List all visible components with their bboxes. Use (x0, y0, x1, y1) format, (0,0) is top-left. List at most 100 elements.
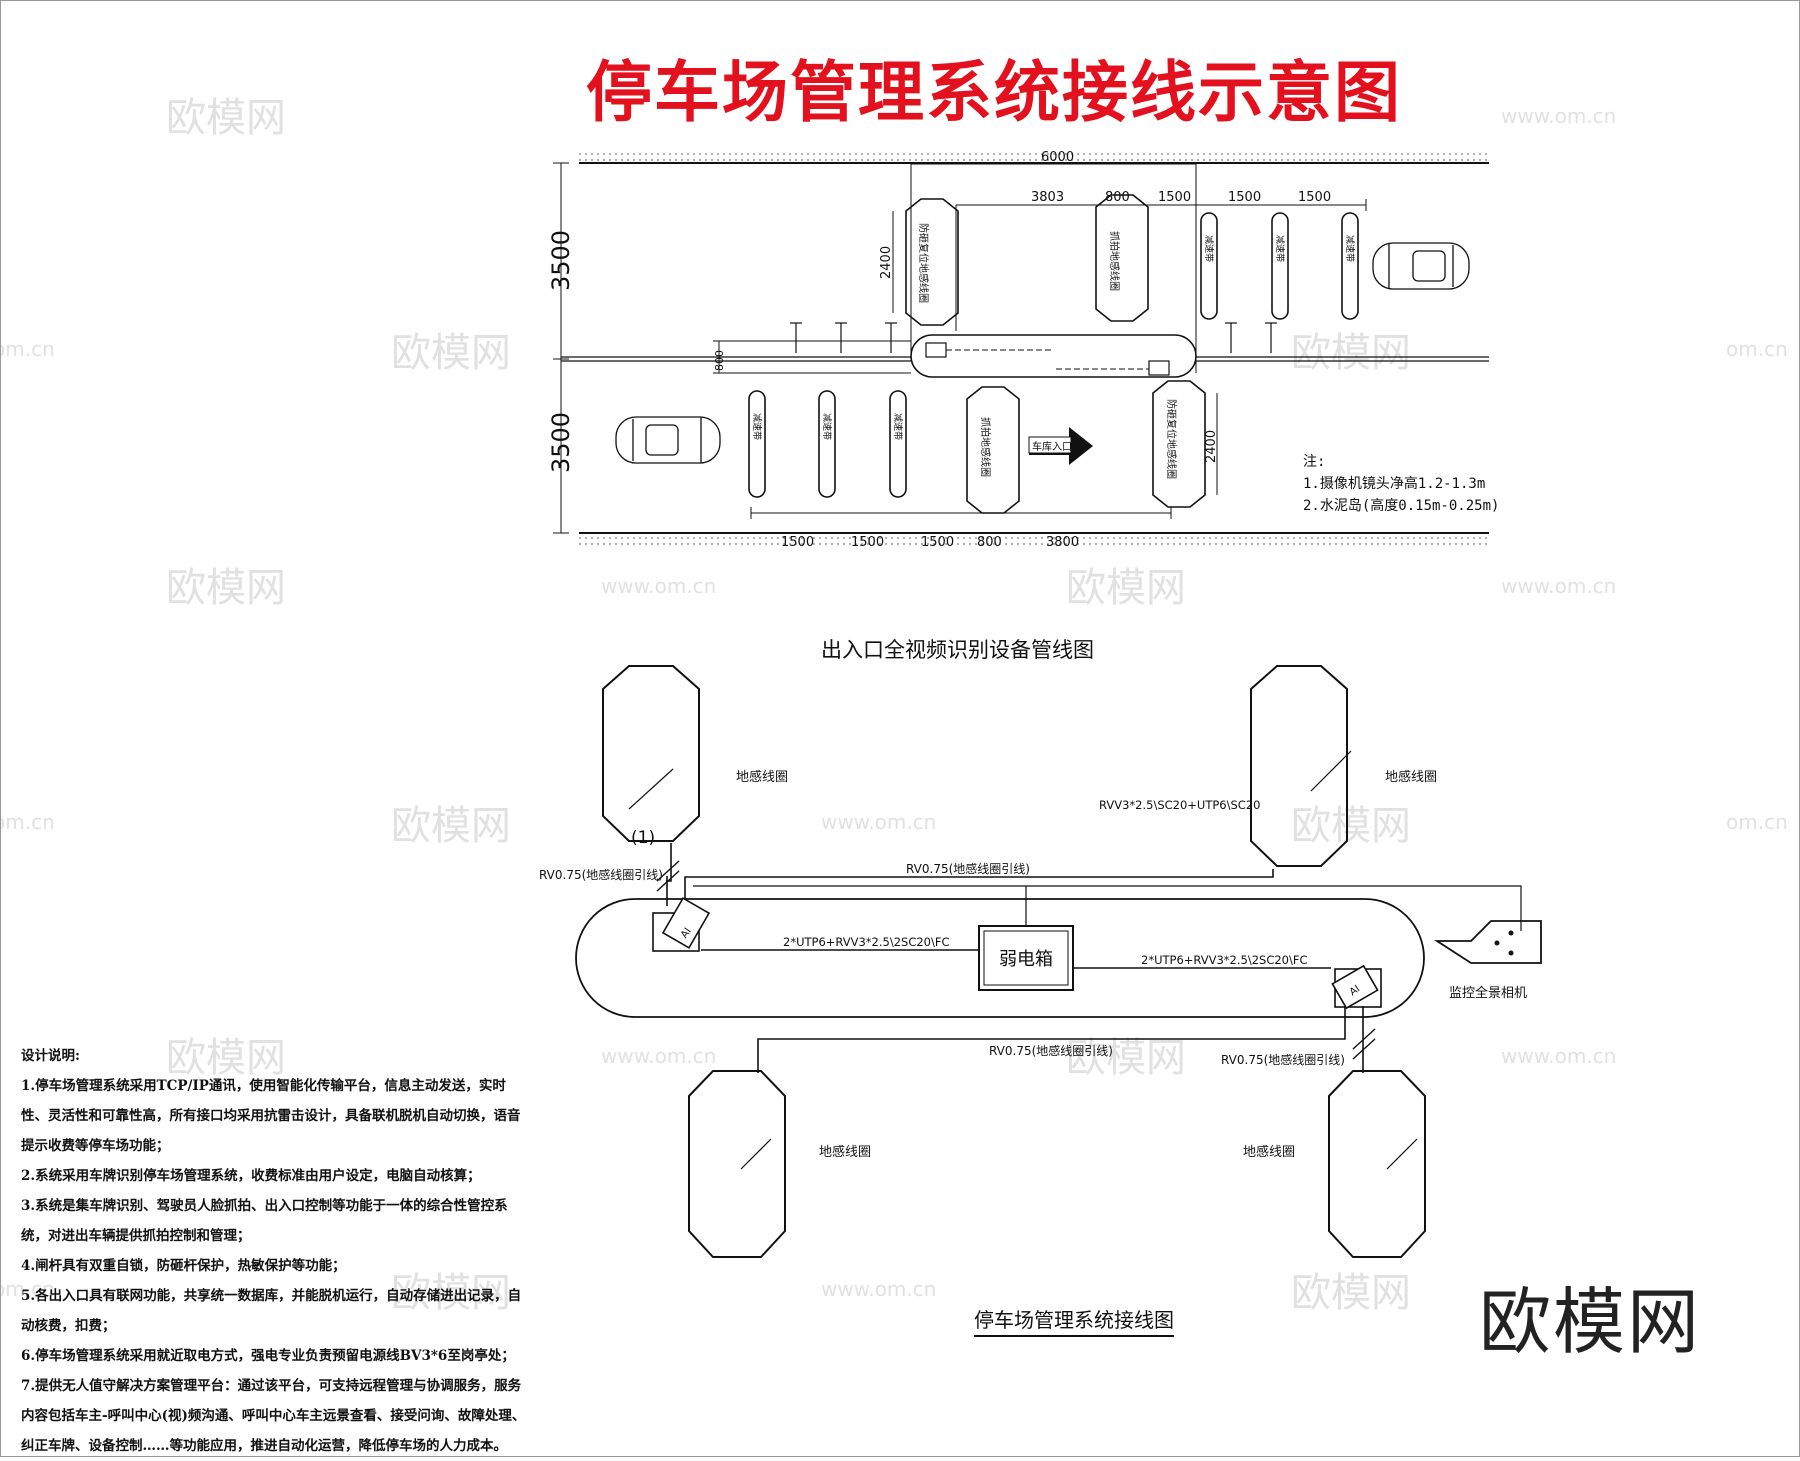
watermark: 欧模网 (1291, 1270, 1411, 1316)
design-notes-line: 5.各出入口具有联网功能，共享统一数据库，并能脱机运行，自动存储进出记录，自动核… (21, 1288, 522, 1334)
loop-label: 地感线圈 (819, 1144, 871, 1160)
cable-right: 2*UTP6+RVV3*2.5\2SC20\FC (1141, 953, 1308, 967)
car-right (1372, 242, 1470, 290)
speed-bump (1271, 212, 1289, 320)
watermark: www.om.cn (1501, 1044, 1616, 1068)
panoramic-camera (1433, 920, 1542, 964)
watermark: om.cn (1726, 337, 1788, 361)
watermark: www.om.cn (1501, 574, 1616, 598)
plan-notes: 注: 1.摄像机镜头净高1.2-1.3m 2.水泥岛(高度0.15m-0.25m… (1303, 451, 1499, 517)
dim-800-left: 800 (713, 350, 726, 371)
watermark: 欧模网 (166, 95, 286, 141)
notes-line-2: 2.水泥岛(高度0.15m-0.25m) (1303, 498, 1500, 514)
page-title: 停车场管理系统接线示意图 (586, 54, 1402, 131)
cable-left: 2*UTP6+RVV3*2.5\2SC20\FC (783, 935, 950, 949)
watermark: 欧模网 (391, 330, 511, 376)
dim-1500: 1500 (921, 535, 954, 550)
island (575, 898, 1425, 1018)
loop-bottom-left (688, 1070, 786, 1258)
watermark: www.om.cn (601, 1044, 716, 1068)
watermark: www.om.cn (821, 1277, 936, 1301)
speed-bump (1341, 212, 1359, 320)
watermark: www.om.cn (1501, 104, 1616, 128)
weak-current-box-label: 弱电箱 (999, 949, 1053, 970)
anti-smash-loop-label: 防砸复位地感线圈 (1165, 399, 1178, 479)
lead-rv-bottom-right: RV0.75(地感线圈引线) (1221, 1052, 1345, 1067)
watermark: www.om.cn (601, 574, 716, 598)
lead-rv-bottom-mid: RV0.75(地感线圈引线) (989, 1043, 1113, 1058)
design-notes-line: 3.系统是集车牌识别、驾驶员人脸抓拍、出入口控制等功能于一体的综合性管控系统，对… (21, 1198, 508, 1244)
design-notes-line: 2.系统采用车牌识别停车场管理系统，收费标准由用户设定，电脑自动核算； (21, 1168, 481, 1184)
watermark: om.cn (1, 1277, 55, 1301)
dim-3803: 3803 (1031, 190, 1064, 205)
watermark: 欧模网 (166, 565, 286, 611)
watermark: 欧模网 (391, 803, 511, 849)
dim-1500: 1500 (1158, 190, 1191, 205)
loop-label: 地感线圈 (1385, 769, 1437, 785)
entrance-label: 车库入口 (1032, 440, 1072, 453)
site-logo: 欧模网 (1479, 1280, 1702, 1364)
speed-bump-label: 减速带 (751, 413, 763, 440)
dim-1500: 1500 (1228, 190, 1261, 205)
loop-top-right (1250, 665, 1348, 867)
ground-hatch-bottom (579, 535, 1489, 545)
notes-line-1: 1.摄像机镜头净高1.2-1.3m (1303, 476, 1486, 492)
dim-3500-bottom: 3500 (547, 412, 575, 473)
dim-1500: 1500 (851, 535, 884, 550)
dim-800: 800 (977, 535, 1002, 550)
anti-smash-loop-label: 防砸复位地感线圈 (917, 223, 930, 303)
dim-2400-right: 2400 (1204, 430, 1219, 463)
plan-view (553, 151, 1489, 545)
speed-bump-label: 减速带 (1274, 235, 1286, 262)
watermark: www.om.cn (821, 810, 936, 834)
car-left (615, 416, 721, 464)
design-notes-line: 6.停车场管理系统采用就近取电方式，强电专业负责预留电源线BV3*6至岗亭处； (21, 1348, 515, 1364)
lead-rv-top-mid: RV0.75(地感线圈引线) (906, 861, 1030, 876)
dim-1500: 1500 (1298, 190, 1331, 205)
wiring-diagram (575, 665, 1542, 1258)
loop-bottom-right (1328, 1070, 1426, 1258)
speed-bump (1200, 212, 1218, 320)
speed-bump-label: 减速带 (821, 413, 833, 440)
watermark: 欧模网 (166, 1035, 286, 1081)
speed-bump-label: 减速带 (892, 413, 904, 440)
watermark: 欧模网 (1291, 803, 1411, 849)
loop-label: 地感线圈 (1243, 1144, 1295, 1160)
loop-label: 地感线圈 (736, 769, 788, 785)
capture-loop-bottom (966, 386, 1020, 514)
speed-bump-label: 减速带 (1203, 235, 1215, 262)
marker-1: (1) (631, 828, 655, 848)
speed-bump (748, 390, 766, 498)
lead-rv-top-left: RV0.75(地感线圈引线) (539, 867, 663, 882)
anti-smash-loop-top (905, 198, 959, 326)
plan-labels: 6000 3803 800 1500 1500 1500 1500 1500 1… (547, 150, 1356, 550)
design-notes-heading: 设计说明: (21, 1048, 80, 1064)
loop-top-left (602, 665, 700, 842)
watermark: 欧模网 (1291, 330, 1411, 376)
watermark: 欧模网 (391, 1270, 511, 1316)
watermark: 欧模网 (1066, 565, 1186, 611)
caption-equipment-wiring: 出入口全视频识别设备管线图 (821, 638, 1094, 662)
watermark: om.cn (1726, 810, 1788, 834)
wiring-labels: 地感线圈 地感线圈 地感线圈 地感线圈 (1) RVV3*2.5\SC20+UT… (539, 769, 1527, 1160)
watermark: om.cn (1, 810, 55, 834)
dim-1500: 1500 (781, 535, 814, 550)
capture-loop-label: 抓拍地感线圈 (1108, 231, 1121, 291)
ai-camera-right (1331, 964, 1382, 1010)
anti-smash-loop-bottom (1152, 380, 1206, 508)
notes-heading: 注: (1303, 454, 1326, 470)
bollards (790, 322, 1277, 353)
watermarks: 欧模网 www.om.cn om.cn 欧模网 欧模网 om.cn 欧模网 ww… (1, 95, 1788, 1316)
dim-2400-left: 2400 (879, 246, 894, 279)
dim-6000: 6000 (1041, 150, 1074, 165)
dim-3800: 3800 (1046, 535, 1079, 550)
dim-3500-top: 3500 (547, 230, 575, 291)
design-notes-line: 4.闸杆具有双重自锁，防砸杆保护，热敏保护等功能； (21, 1258, 346, 1274)
design-notes-line: 7.提供无人值守解决方案管理平台：通过该平台，可支持远程管理与协调服务，服务内容… (21, 1378, 526, 1454)
cable-rvv-top: RVV3*2.5\SC20+UTP6\SC20 (1099, 798, 1260, 812)
speed-bump (818, 390, 836, 498)
caption-system-wiring: 停车场管理系统接线图 (974, 1304, 1174, 1337)
watermark: om.cn (1, 337, 55, 361)
